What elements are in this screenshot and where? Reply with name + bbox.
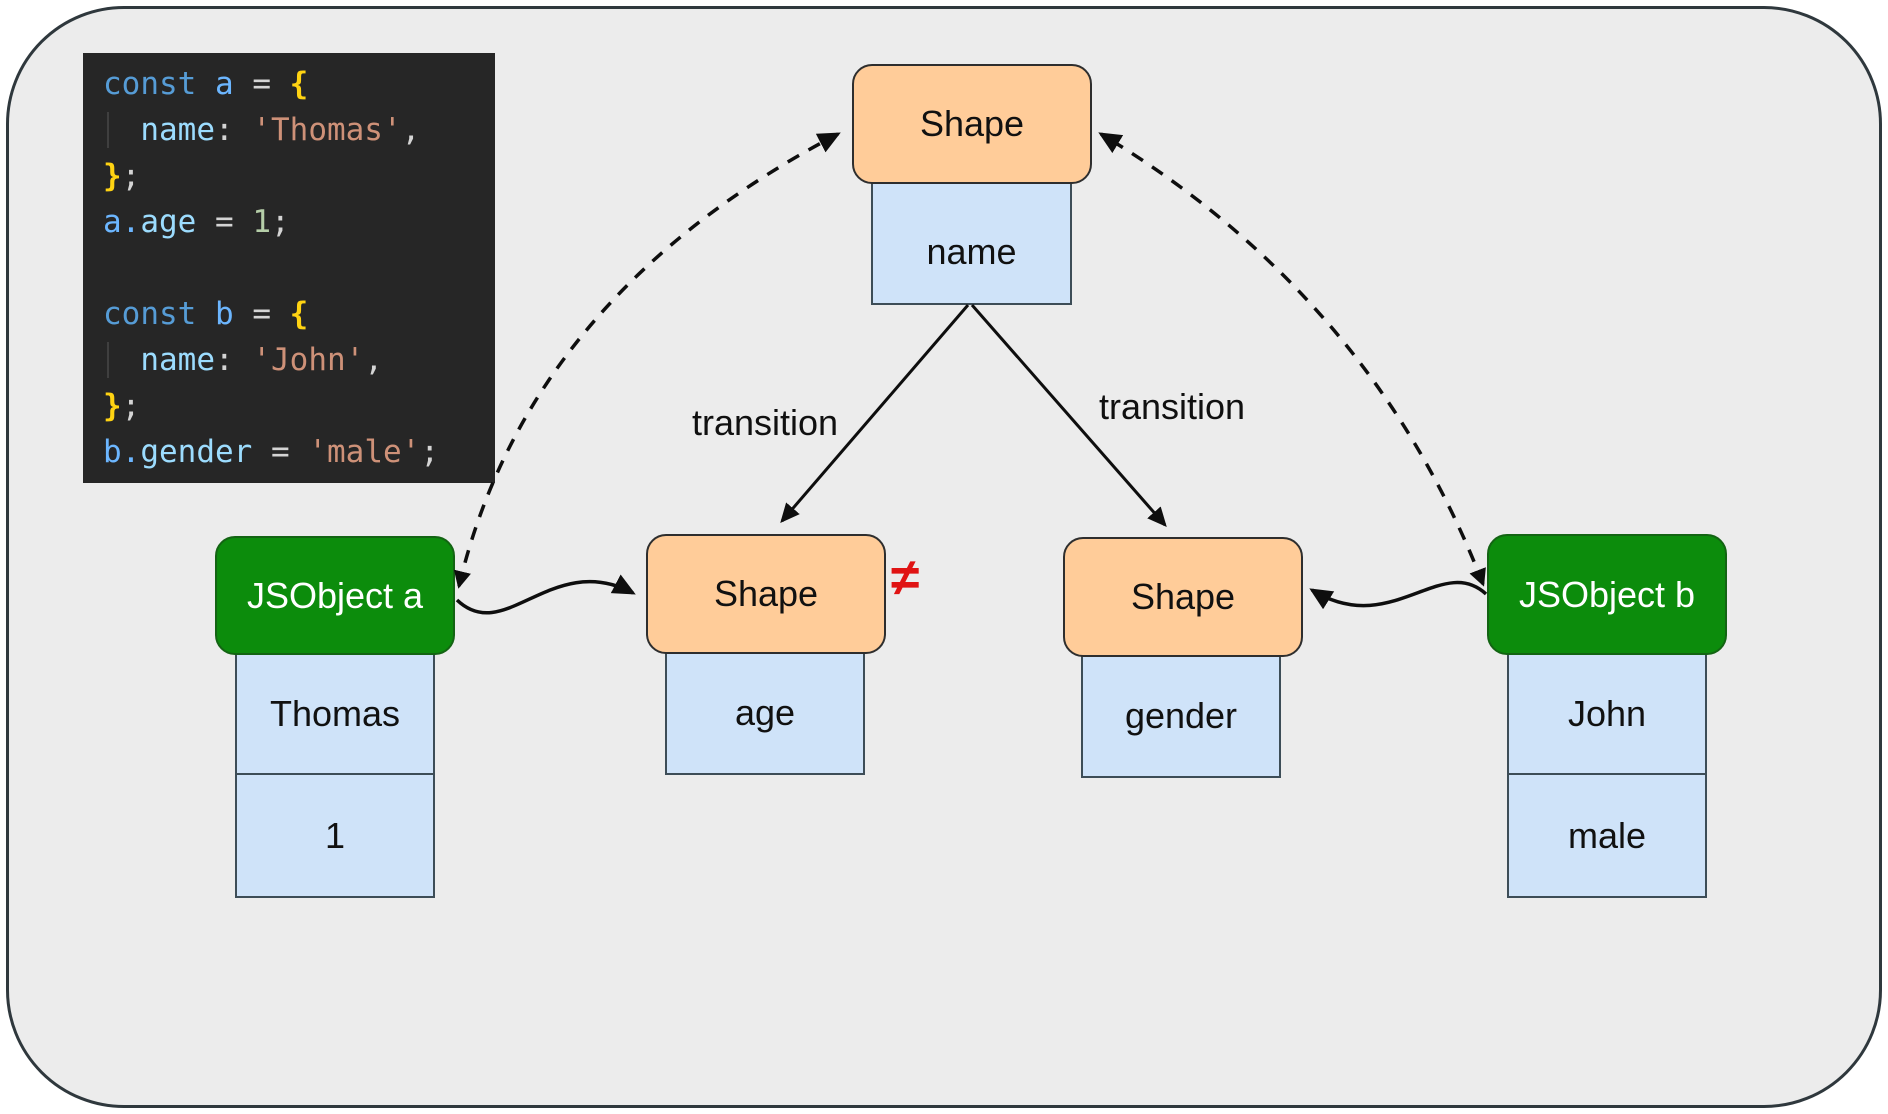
code-line: a.age = 1; [103,199,495,245]
code-token: } [103,388,122,424]
code-token: const [103,66,197,102]
code-token: ; [121,388,141,424]
left-shape-property: age [665,651,865,775]
code-token: : [214,342,234,378]
jsobject-b-node: JSObject b [1487,534,1727,655]
object-a-slot-1: 1 [235,773,435,898]
right-shape-node: Shape [1063,537,1303,657]
code-line [103,245,495,291]
code-token: name [140,112,215,148]
code-token: . [121,434,141,470]
code-token: 1 [252,204,272,240]
code-token: = [196,204,253,240]
code-token: b [103,434,122,470]
code-token: a [103,204,122,240]
code-token: ; [121,158,141,194]
object-a-slot-0: Thomas [235,652,435,775]
code-line: name: 'Thomas', [103,107,495,153]
transition-label-right: transition [1098,386,1246,427]
code-token: = [233,66,290,102]
right-shape-property: gender [1081,654,1281,778]
code-token: , [401,112,421,148]
code-token: ; [271,204,290,240]
code-snippet: const a = { name: 'Thomas',};a.age = 1; … [83,53,495,483]
left-shape-node: Shape [646,534,886,654]
code-token: { [289,296,309,332]
root-shape-node: Shape [852,64,1092,184]
code-line: name: 'John', [103,337,495,383]
root-shape-property: name [871,181,1072,305]
code-token: { [289,66,309,102]
code-token: const [103,296,197,332]
code-token [196,66,215,102]
code-token: 'John' [252,342,365,378]
code-token [234,342,253,378]
code-token [234,112,253,148]
code-line: }; [103,383,495,429]
object-b-slot-0: John [1507,652,1707,775]
code-lines: const a = { name: 'Thomas',};a.age = 1; … [103,61,495,475]
code-token: gender [140,434,253,470]
code-line: const b = { [103,291,495,337]
code-line: }; [103,153,495,199]
object-b-slot-1: male [1507,773,1707,898]
code-token [103,342,140,378]
jsobject-a-node: JSObject a [215,536,455,655]
code-token [196,296,215,332]
code-token: , [364,342,383,378]
not-equal-symbol: ≠ [890,549,920,607]
code-token: a [215,66,234,102]
code-token: b [215,296,234,332]
code-token: } [103,158,122,194]
code-token: 'Thomas' [252,112,402,148]
code-token: ; [420,434,439,470]
code-token [103,112,140,148]
code-line: const a = { [103,61,495,107]
code-token: 'male' [308,434,421,470]
transition-label-left: transition [691,402,839,443]
code-token: : [214,112,234,148]
code-line: b.gender = 'male'; [103,429,495,475]
code-token: = [252,434,309,470]
code-token: . [121,204,141,240]
code-token: age [140,204,197,240]
code-token: = [233,296,290,332]
code-token: name [140,342,215,378]
